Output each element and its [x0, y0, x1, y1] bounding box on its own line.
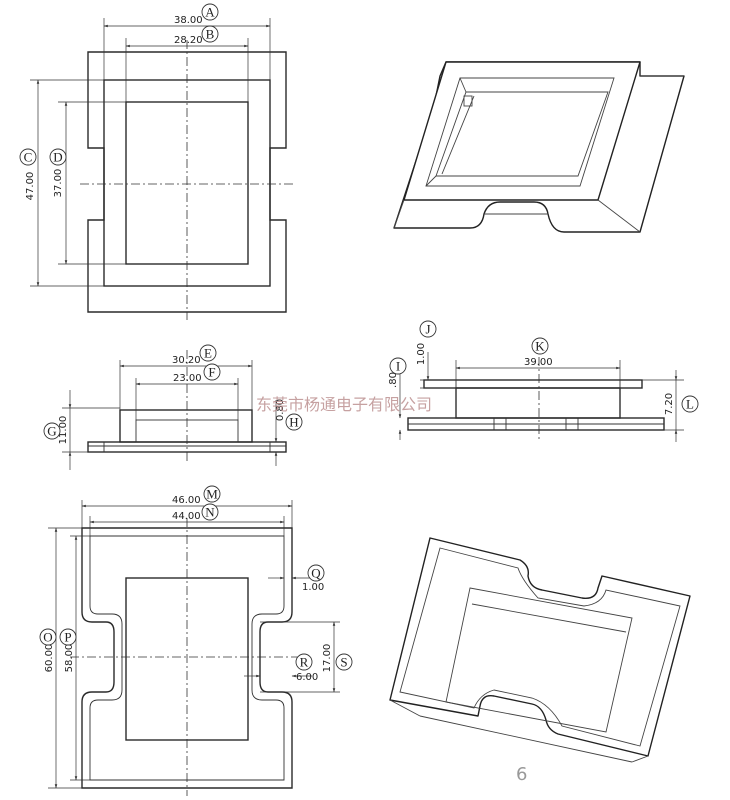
balloon-B: B — [201, 25, 219, 43]
balloon-A: A — [201, 3, 219, 21]
balloon-S: S — [335, 653, 353, 671]
dim-D-value: 37.00 — [53, 169, 64, 198]
dim-N-value: 44.00 — [172, 511, 201, 522]
side-view-2 — [398, 340, 684, 442]
top-view-1 — [30, 18, 294, 320]
svg-text:H: H — [289, 415, 298, 430]
balloon-F: F — [203, 363, 221, 381]
balloon-O: O — [39, 628, 57, 646]
svg-text:N: N — [205, 505, 215, 520]
isometric-view-bottom — [389, 537, 691, 763]
svg-text:K: K — [535, 339, 545, 354]
balloon-P: P — [59, 628, 77, 646]
dim-L-value: 7.20 — [664, 393, 675, 415]
balloon-E: E — [199, 344, 217, 362]
svg-text:P: P — [64, 630, 71, 645]
balloon-R: R — [295, 653, 313, 671]
balloon-H: H — [285, 413, 303, 431]
page-number: 6 — [516, 764, 527, 785]
bottom-view — [48, 500, 340, 796]
svg-text:R: R — [300, 655, 309, 670]
side-view-1 — [62, 350, 287, 470]
balloon-L: L — [681, 395, 699, 413]
svg-text:M: M — [206, 487, 218, 502]
dim-A-value: 38.00 — [174, 15, 203, 26]
svg-text:F: F — [208, 365, 215, 380]
dim-P-value: 58.00 — [64, 644, 75, 673]
dim-Q-value: 1.00 — [302, 582, 324, 593]
dim-H-value: 0.80 — [275, 399, 286, 421]
dim-S-value: 17.00 — [322, 644, 333, 673]
balloon-G: G — [43, 422, 61, 440]
svg-text:E: E — [204, 346, 212, 361]
dim-F-value: 23.00 — [173, 373, 202, 384]
dim-O-value: 60.00 — [44, 644, 55, 673]
isometric-view-top — [393, 61, 685, 233]
balloon-K: K — [531, 337, 549, 355]
balloon-D: D — [49, 148, 67, 166]
svg-text:I: I — [396, 359, 400, 374]
balloon-I: I — [389, 357, 407, 375]
dim-M-value: 46.00 — [172, 495, 201, 506]
svg-text:O: O — [43, 630, 52, 645]
dim-R-value: 6.00 — [296, 672, 318, 683]
balloon-Q: Q — [307, 564, 325, 582]
dim-B-value: 28.20 — [174, 35, 203, 46]
dim-J-value: 1.00 — [416, 343, 427, 365]
svg-text:S: S — [340, 655, 347, 670]
svg-text:G: G — [47, 424, 56, 439]
dim-G-value: 11.00 — [58, 416, 69, 445]
svg-text:L: L — [686, 397, 694, 412]
dim-E-value: 30.20 — [172, 355, 201, 366]
company-watermark: 东莞市杨通电子有限公司 — [256, 395, 432, 414]
dim-I-value: .80 — [388, 372, 399, 388]
svg-text:A: A — [205, 5, 215, 20]
svg-text:D: D — [53, 150, 62, 165]
balloon-N: N — [201, 503, 219, 521]
svg-text:J: J — [425, 322, 430, 337]
svg-text:Q: Q — [311, 566, 321, 581]
dim-K-value: 39.00 — [524, 357, 553, 368]
balloon-C: C — [19, 148, 37, 166]
svg-text:C: C — [24, 150, 33, 165]
svg-text:B: B — [206, 27, 215, 42]
dim-C-value: 47.00 — [25, 172, 36, 201]
balloon-M: M — [203, 485, 221, 503]
balloon-J: J — [419, 320, 437, 338]
